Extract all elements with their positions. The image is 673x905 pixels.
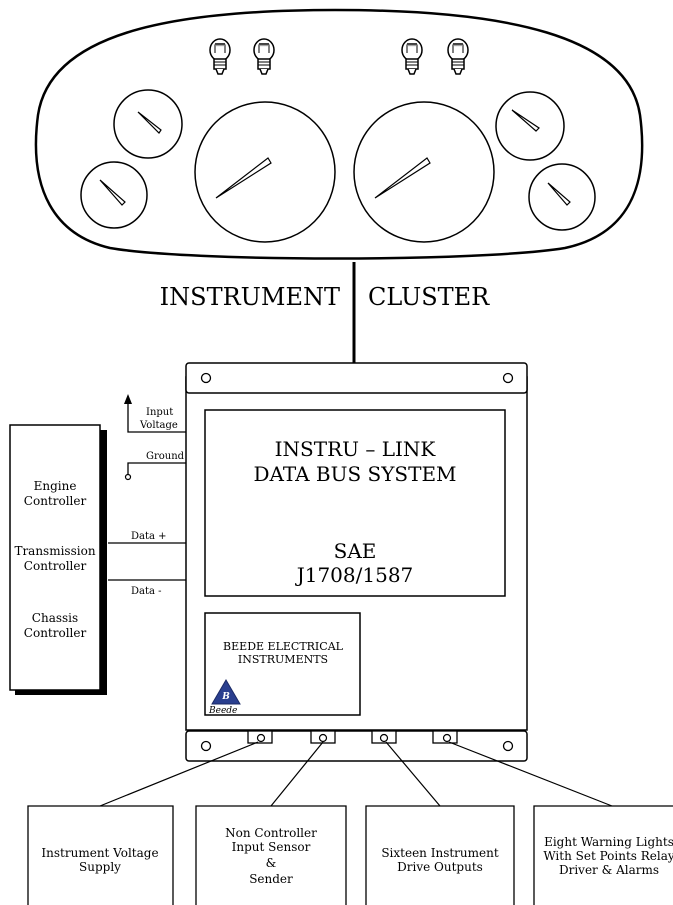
mounting-hole [200,372,212,384]
brand-label-panel [204,612,361,716]
brand-line2: INSTRUMENTS [238,653,328,666]
data-plus-label: Data + [131,531,167,542]
mounting-hole [502,740,514,752]
ground-terminal-icon [124,473,132,481]
output-box1-line1: Instrument Voltage [41,846,158,860]
small-gauge-upper-left [113,89,183,159]
instrument-cluster [34,8,644,260]
controller-stack-box [9,424,101,691]
output-box2-line3: & [266,856,277,870]
engine-controller-line1: Engine [34,479,77,493]
output-wire-3 [385,741,441,807]
output-box2-line2: Input Sensor [232,840,311,854]
module-bottom-bracket [185,730,528,762]
output-terminal-4 [432,730,458,744]
output-box2-line4: Sender [249,872,293,886]
small-gauge-lower-left [80,161,148,229]
chassis-controller-line1: Chassis [32,611,78,625]
output-terminal-1 [247,730,273,744]
svg-text:Beede: Beede [208,706,237,716]
display-title-line2: DATA BUS SYSTEM [253,462,456,486]
output-box3-line1: Sixteen Instrument [381,846,499,860]
data-bus-module: INSTRU – LINK DATA BUS SYSTEM SAE J1708/… [185,362,528,762]
tachometer-gauge [353,101,495,243]
controller-stack [9,424,107,695]
ground-wire [124,462,186,481]
ground-label: Ground [146,451,185,462]
cluster-housing [34,8,644,260]
brand-line1: BEEDE ELECTRICAL [223,640,344,653]
output-box-drive-outputs [365,805,515,905]
mounting-hole [200,740,212,752]
svg-text:B: B [221,692,230,702]
speedometer-gauge [194,101,336,243]
output-box1-line2: Supply [79,860,121,874]
beede-logo-icon: B Beede [208,679,241,716]
output-terminal-3 [371,730,397,744]
output-box-warning-lights [533,805,673,905]
input-voltage-wire [124,394,186,433]
data-minus-label: Data - [131,586,162,597]
transmission-controller-line2: Controller [24,559,87,573]
chassis-controller-line2: Controller [24,626,87,640]
output-box2-line1: Non Controller [225,826,317,840]
display-title-line1: INSTRU – LINK [275,437,437,461]
arrow-up-icon [124,394,132,404]
standard-line2: J1708/1587 [295,563,414,587]
output-box4-line1: Eight Warning Lights [544,835,673,849]
output-terminal-2 [310,730,336,744]
engine-controller-line2: Controller [24,494,87,508]
output-box4-line3: Driver & Alarms [559,863,659,877]
output-box3-line2: Drive Outputs [397,860,483,874]
mounting-hole [502,372,514,384]
input-voltage-label-line2: Voltage [139,420,178,431]
input-voltage-label-line1: Input [146,407,173,418]
standard-line1: SAE [334,539,377,563]
output-box-voltage-supply [27,805,174,905]
cluster-title-left: INSTRUMENT [160,283,340,311]
output-box4-line2: With Set Points Relay [543,849,673,863]
small-gauge-lower-right [528,163,596,231]
output-wire-2 [270,741,324,807]
cluster-title-right: CLUSTER [368,283,490,311]
transmission-controller-line1: Transmission [14,544,95,558]
small-gauge-upper-right [495,91,565,161]
module-display-panel [204,409,506,597]
output-wire-4 [448,741,613,807]
module-top-bracket [185,362,528,394]
output-box-input-sensor [195,805,347,905]
output-wire-1 [99,741,259,807]
